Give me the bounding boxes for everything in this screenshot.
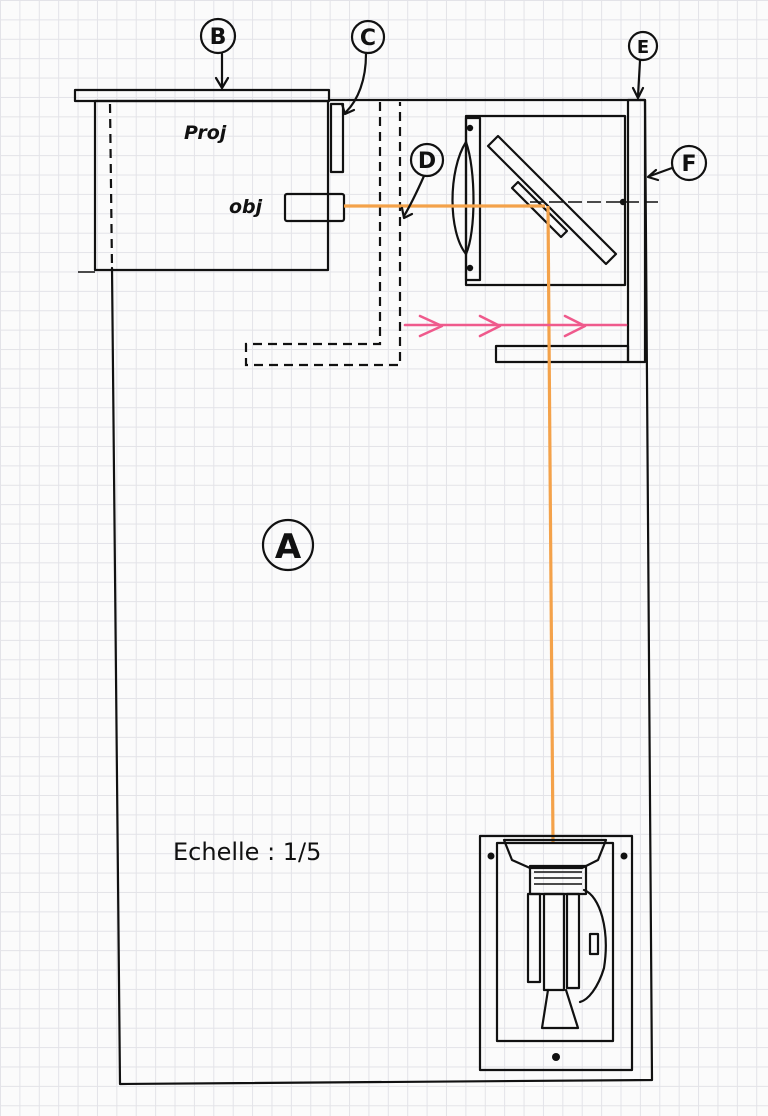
svg-text:E: E xyxy=(637,37,649,58)
lens xyxy=(451,140,475,256)
svg-text:F: F xyxy=(681,152,696,177)
projector-objective xyxy=(283,192,346,223)
label-f: F xyxy=(646,144,708,182)
proj-annotation: Proj xyxy=(184,122,227,144)
dashed-slot xyxy=(244,102,402,367)
top-panel xyxy=(73,88,331,103)
obj-annotation: obj xyxy=(229,196,263,218)
label-e: E xyxy=(627,30,659,100)
label-b: B xyxy=(199,17,237,90)
label-d: D xyxy=(400,142,445,220)
panel-e xyxy=(626,98,647,364)
label-a: A xyxy=(261,518,315,572)
svg-text:B: B xyxy=(210,25,227,50)
shelf xyxy=(494,344,630,364)
camera xyxy=(502,838,608,1030)
svg-text:D: D xyxy=(418,149,436,174)
projector-box xyxy=(78,99,330,273)
light-beam xyxy=(344,204,555,843)
camera-mount xyxy=(478,834,634,1072)
mirror xyxy=(486,134,618,266)
svg-text:A: A xyxy=(275,527,302,567)
label-c: C xyxy=(340,19,386,116)
cabinet-outline xyxy=(110,98,654,1086)
scale-annotation: Echelle : 1/5 xyxy=(173,838,321,866)
airflow-arrows xyxy=(403,314,628,338)
plate-c xyxy=(329,102,345,174)
svg-text:C: C xyxy=(360,26,376,51)
